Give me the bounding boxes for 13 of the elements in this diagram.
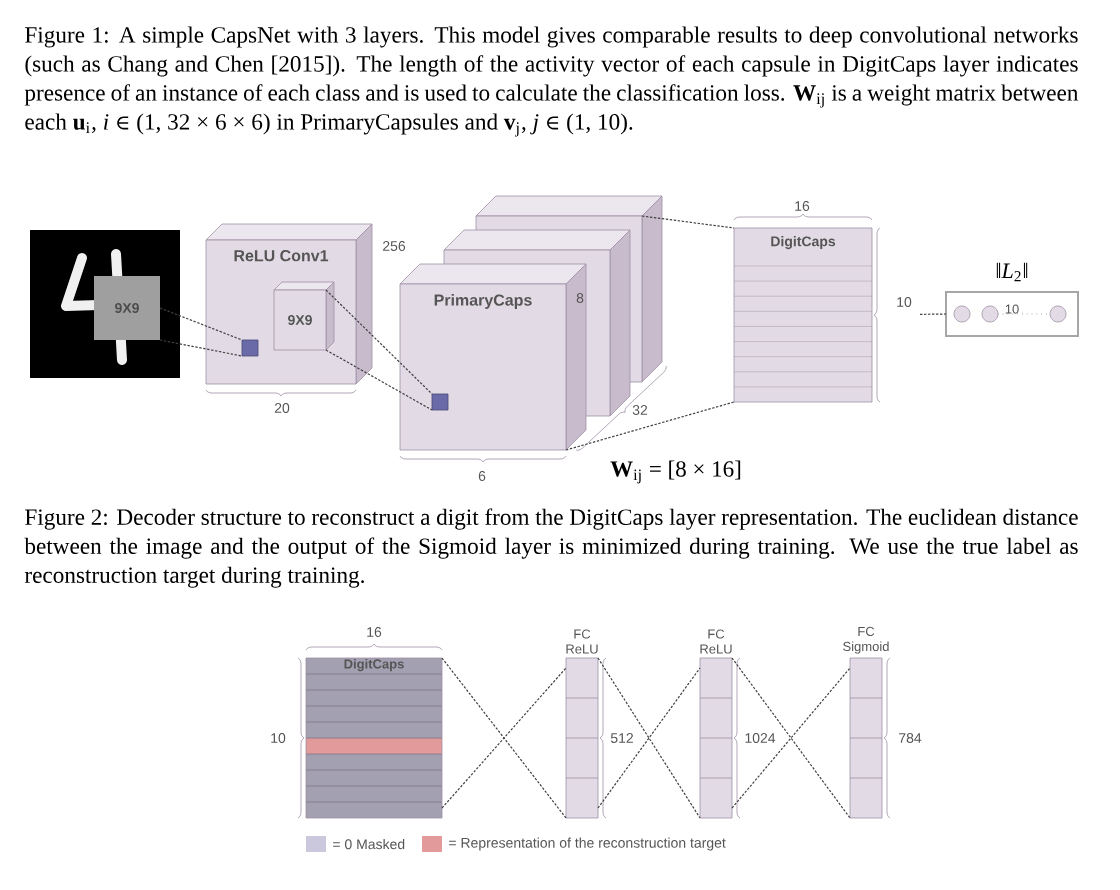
- weight-label: W$_{ij}$ = [8 × 16]: [610, 460, 741, 484]
- projection-line: [159, 339, 243, 357]
- projection-line: [919, 313, 947, 315]
- projection-line: [325, 289, 433, 395]
- dimension-label: ‖L$_{2}$‖: [996, 262, 1028, 282]
- projection-line: [641, 215, 735, 229]
- capsule-square: [241, 339, 259, 357]
- caption: Figure 2: Decoder structure to reconstruct a digit from the DigitCaps layer representation. The euclidean distance between the image and the output of the Sigmoid layer is minimized during training. We use the true label as reconstruction target during training.: [24, 508, 1078, 588]
- projection-line: [565, 401, 735, 451]
- caption: Figure 1: A simple CapsNet with 3 layers. This model gives comparable results to deep convolutional networks (such as Chang and Chen [2015]). The length of the activity vector of each capsule in DigitCaps layer indicates presence of an instance of each class and is used to calculate the classification loss. W$_{ij}$ is a weight matrix between each u$_{i}$, i ∈ (1, 32 × 6 × 6) in PrimaryCapsules and v$_{j}$, j ∈ (1, 10).: [24, 26, 1079, 137]
- projection-line: [159, 307, 243, 341]
- projection-line: [325, 349, 433, 411]
- capsule-square: [431, 393, 449, 411]
